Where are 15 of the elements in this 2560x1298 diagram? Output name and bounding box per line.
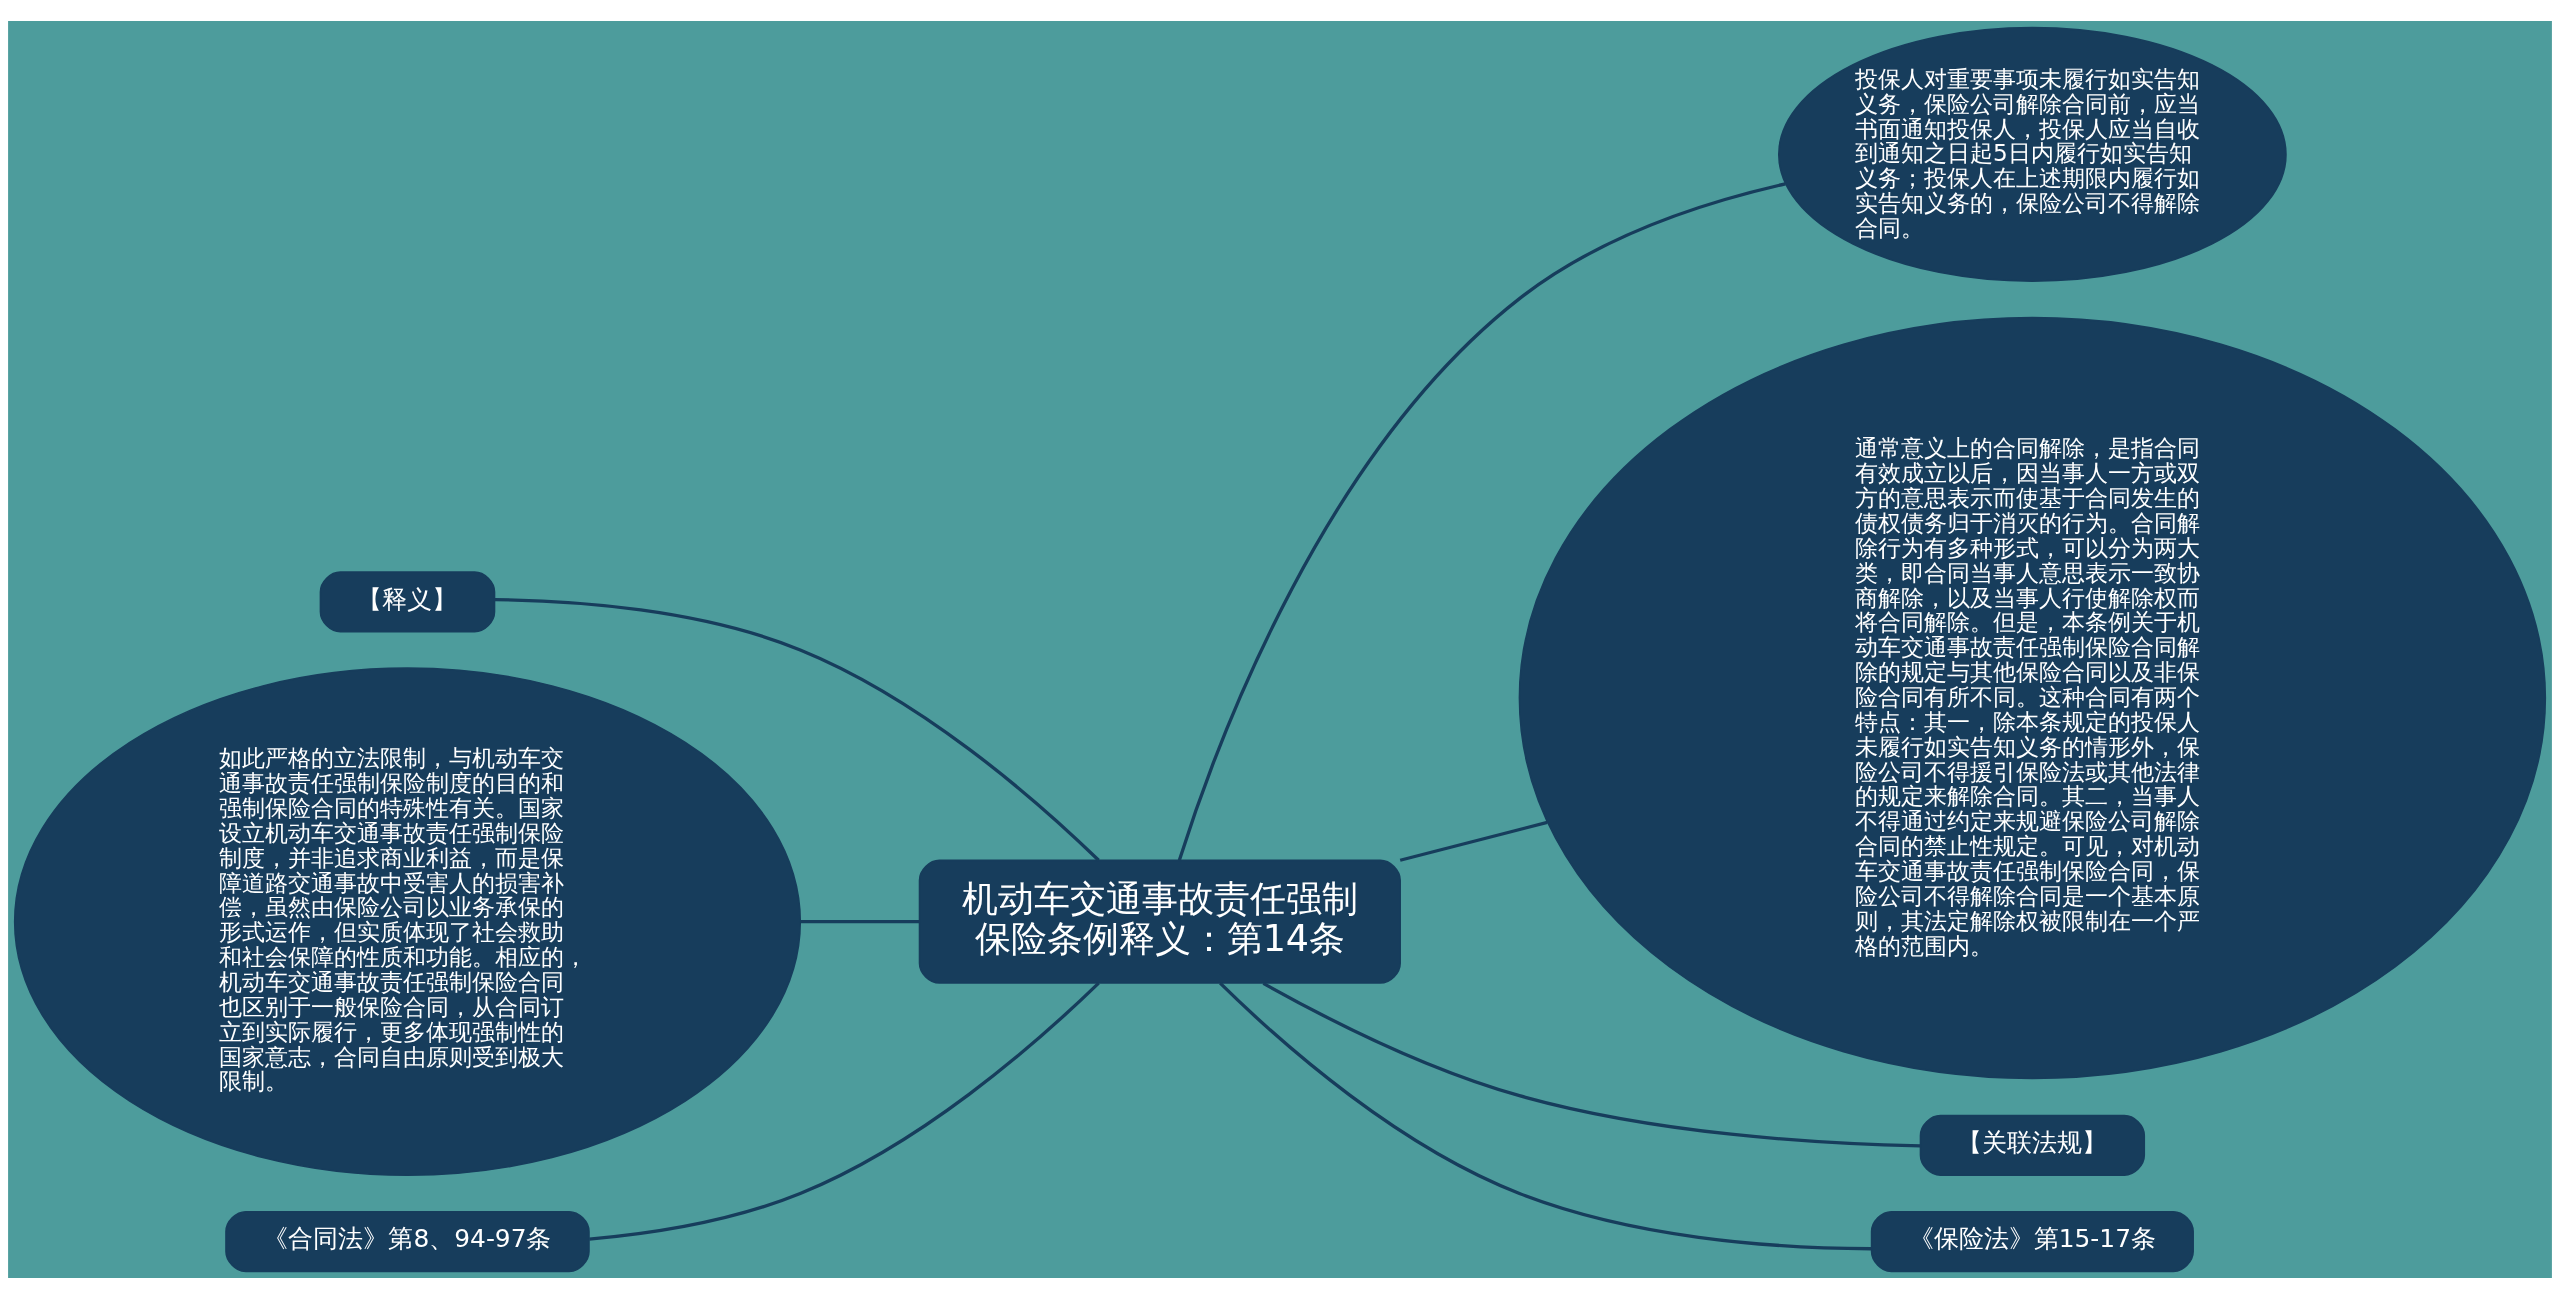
node-box: 【关联法规】: [1919, 1114, 2146, 1176]
node-ellipse: 投保人对重要事项未履行如实告知义务，保险公司解除合同前，应当书面通知投保人，投保人应当自收到通知之日起5日内履行如实告知义务；投保人在上述期限内履行如实告知义务的，保险公司不得解除合同。: [1778, 26, 2287, 282]
node-ellipse: 如此严格的立法限制，与机动车交通事故责任强制保险制度的目的和强制保险合同的特殊性有关。国家设立机动车交通事故责任强制保险制度，并非追求商业利益，而是保障道路交通事故中受害人的损害补偿，虽然由保险公司以业务承保的形式运作，但实质体现了社会救助和社会保障的性质和功能。相应的，机动车交通事故责任强制保险合同也区别于一般保险合同，从合同订立到实际履行，更多体现强制性的国家意志，合同自由原则受到极大限制。: [13, 666, 802, 1176]
connector: [589, 981, 1100, 1241]
node-box: 机动车交通事故责任强制保险条例释义：第14条: [918, 859, 1401, 984]
node-box: 《合同法》第8、94-97条: [225, 1210, 590, 1272]
connector: [1177, 181, 1786, 861]
connector: [494, 597, 1100, 861]
node-ellipse: 通常意义上的合同解除，是指合同有效成立以后，因当事人一方或双方的意思表示而使基于合同发生的债权债务归于消灭的行为。合同解除行为有多种形式，可以分为两大类，即合同当事人意思表示一致协商解除，以及当事人行使解除权而将合同解除。但是，本条例关于机动车交通事故责任强制保险合同解除的规定与其他保险合同以及非保险合同有所不同。这种合同有两个特点：其一，除本条规定的投保人未履行如实告知义务的情形外，保险公司不得援引保险法或其他法律的规定来解除合同。其二，当事人不得通过约定来规避保险公司解除合同的禁止性规定。可见，对机动车交通事故责任强制保险合同，保险公司不得解除合同是一个基本原则，其法定解除权被限制在一个严格的范围内。: [1518, 316, 2547, 1079]
node-box: 《保险法》第15-17条: [1870, 1210, 2194, 1272]
connector: [1219, 981, 1872, 1250]
node-box: 【释义】: [319, 570, 496, 632]
connector: [800, 919, 920, 923]
connector: [1399, 820, 1548, 862]
connector: [1262, 981, 1921, 1148]
